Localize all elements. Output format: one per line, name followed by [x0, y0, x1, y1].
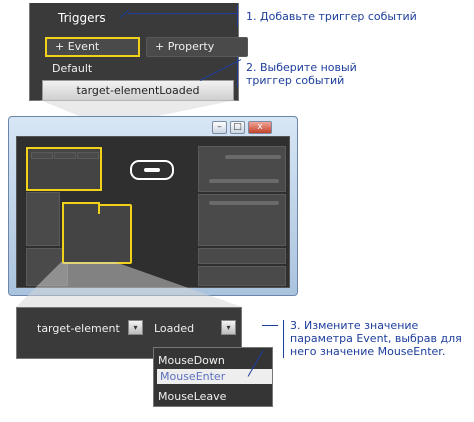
properties-pane-row [198, 248, 286, 264]
properties-pane-row [198, 266, 286, 286]
event-value-label[interactable]: Loaded [154, 322, 195, 335]
event-option-mouseenter[interactable]: MouseEnter [157, 369, 272, 384]
triggers-title: Triggers [58, 11, 106, 25]
callout-step-1: 1. Добавьте триггер событий [246, 10, 417, 23]
toolbar-tab [77, 152, 99, 159]
property-bar [209, 179, 279, 183]
callout-1-leader [128, 13, 238, 14]
callout-step-2: 2. Выберите новый триггер событий [246, 61, 357, 87]
properties-pane [198, 146, 286, 192]
element-shape-inner [144, 168, 160, 172]
zoom-funnel-top [40, 100, 236, 116]
left-pane [26, 192, 60, 246]
property-bar [225, 155, 281, 159]
toolbar-tab [31, 152, 53, 159]
callout-step-2-line-1: 2. Выберите новый [246, 61, 357, 74]
highlighted-toolbar [26, 147, 102, 191]
source-element-label: target-element [37, 322, 120, 335]
close-button[interactable]: x [248, 121, 272, 134]
add-event-trigger-button[interactable]: + Event [45, 37, 140, 57]
property-bar [209, 201, 279, 205]
properties-pane-middle [198, 194, 286, 246]
callout-step-3-line-2: параметра Event, выбрав для [290, 332, 462, 345]
event-option-mouseleave[interactable]: MouseLeave [158, 390, 227, 403]
toolbar-tab [54, 152, 76, 159]
callout-3-bracket [283, 320, 284, 358]
default-label: Default [52, 62, 93, 75]
element-shape [130, 160, 174, 180]
minimize-button[interactable]: – [212, 121, 227, 134]
maximize-button[interactable]: □ [230, 121, 245, 134]
callout-step-3-line-1: 3. Измените значение [290, 319, 419, 332]
trigger-list-item-target-element-loaded[interactable]: target-elementLoaded [42, 80, 234, 101]
event-dropdown-arrow[interactable]: ▾ [221, 320, 236, 335]
callout-step-3-line-3: него значение MouseEnter. [290, 345, 446, 358]
target-element-folder-tab [62, 202, 100, 214]
source-dropdown-arrow[interactable]: ▾ [128, 320, 143, 335]
add-property-trigger-button[interactable]: + Property [146, 37, 248, 57]
callout-1-bracket [237, 5, 238, 27]
callout-step-2-line-2: триггер событий [246, 74, 345, 87]
callout-step-3: 3. Измените значение параметра Event, вы… [290, 319, 462, 358]
callout-3-leader-top [262, 325, 278, 326]
event-option-mousedown[interactable]: MouseDown [158, 354, 225, 367]
callout-2-bracket [237, 57, 238, 87]
